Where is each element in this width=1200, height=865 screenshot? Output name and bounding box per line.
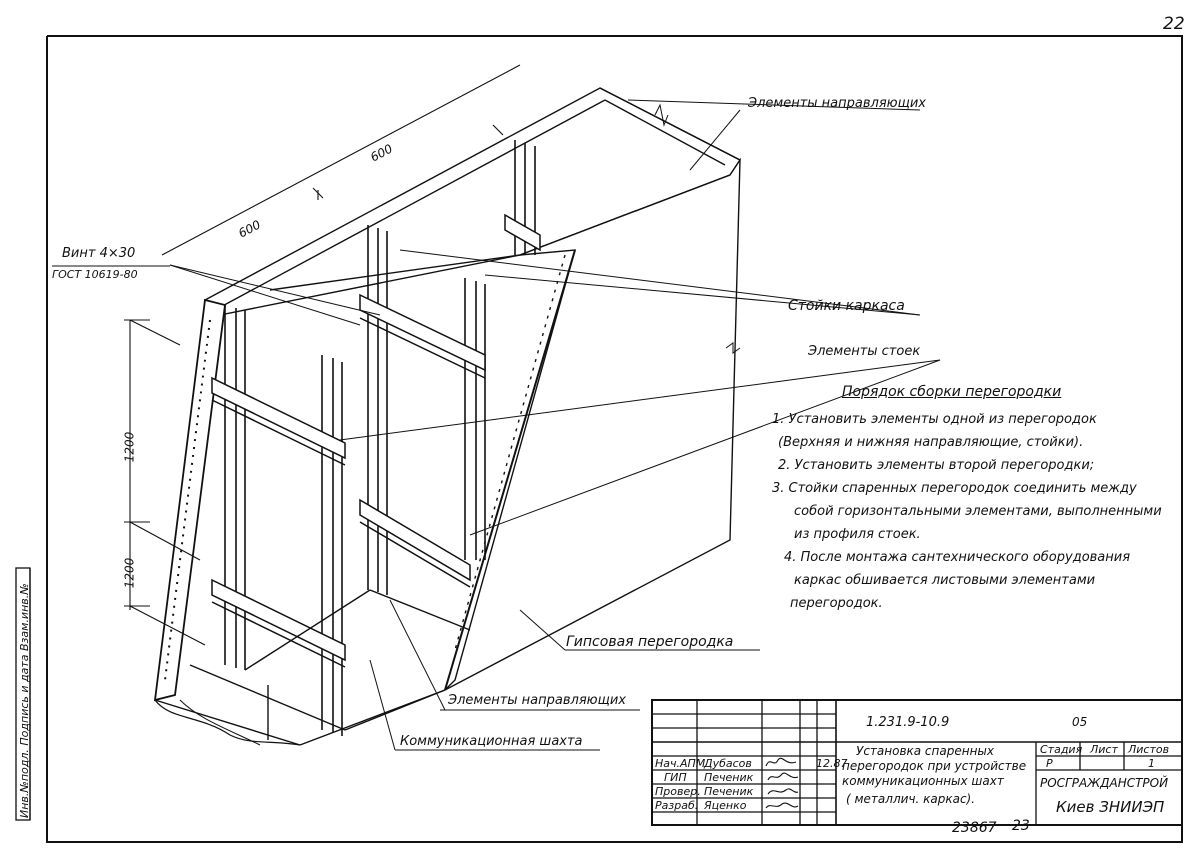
- date-mark: 12.87: [816, 757, 848, 770]
- procedure-line: из профиля стоек.: [794, 527, 921, 542]
- procedure-line: каркас обшивается листовыми элементами: [794, 573, 1096, 588]
- label-guide-elements-top: Элементы направляющих: [748, 96, 926, 111]
- procedure-line: 4. После монтажа сантехнического оборудо…: [784, 550, 1131, 565]
- sidebar-strip: [15, 567, 31, 821]
- procedure-line: 1. Установить элементы одной из перегоро…: [772, 412, 1097, 427]
- signature-2: [767, 772, 799, 781]
- procedure-line: 3. Стойки спаренных перегородок соединит…: [772, 481, 1137, 496]
- left-partition-panel: [153, 298, 226, 702]
- label-screw-1: Винт 4×30: [62, 246, 136, 261]
- procedure-line: 2. Установить элементы второй перегородк…: [778, 458, 1095, 473]
- stage-value: Р: [1046, 757, 1053, 770]
- signature-3: [767, 788, 799, 795]
- role-label: Провер.: [655, 785, 701, 798]
- signature-1: [765, 757, 797, 767]
- dimension-lines: [124, 64, 521, 646]
- role-label: ГИП: [664, 771, 687, 784]
- sheet-value: 1: [1148, 757, 1155, 770]
- label-gypsum-partition: Гипсовая перегородка: [566, 634, 734, 650]
- label-guide-elements-bottom: Элементы направляющих: [448, 693, 626, 708]
- bottom-guide-rail: [154, 589, 471, 746]
- horizontal-elements: [211, 213, 541, 668]
- sheets-header: Листов: [1128, 743, 1170, 756]
- role-name: Дубасов: [704, 757, 752, 770]
- label-wall-elements: Элементы стоек: [808, 344, 921, 359]
- signature-4: [765, 802, 799, 809]
- sheet-header: Лист: [1090, 743, 1118, 756]
- stage-header: Стадия: [1040, 743, 1083, 756]
- doc-code: 1.231.9-10.9: [866, 715, 950, 730]
- role-name: Печеник: [704, 785, 754, 798]
- procedure-line: перегородок.: [790, 596, 883, 611]
- drawing-title-line: перегородок при устройстве: [842, 759, 1027, 773]
- procedure-line: (Верхняя и нижняя направляющие, стойки).: [778, 435, 1084, 450]
- archive-number: 23867: [952, 820, 997, 836]
- sheet-frame: [46, 35, 1183, 843]
- floor-break: [179, 699, 261, 746]
- break-mark-right: [725, 342, 741, 354]
- drawing-title-line: ( металлич. каркас).: [846, 792, 976, 806]
- break-mark-top: [654, 103, 669, 127]
- role-name: Яценко: [704, 799, 747, 812]
- drawing-title-line: Установка спаренных: [856, 744, 994, 758]
- label-screw-2: ГОСТ 10619-80: [52, 268, 138, 281]
- label-comm-shaft: Коммуникационная шахта: [400, 734, 583, 749]
- archive-suffix: 23: [1012, 818, 1030, 834]
- label-frame-posts: Стойки каркаса: [788, 298, 905, 314]
- gypsum-partition-panel: [444, 157, 741, 691]
- procedure-title: Порядок сборки перегородки: [842, 384, 1062, 400]
- sheet-code: 05: [1072, 715, 1088, 729]
- drawing-title-line: коммуникационных шахт: [842, 774, 1004, 788]
- role-label: Нач.АПМ: [655, 757, 706, 770]
- sidebar-stamp-text: Инв.№подл. Подпись и дата Взам.инв.№: [18, 583, 31, 818]
- org-line-1: РОСГРАЖДАНСТРОЙ: [1040, 776, 1169, 790]
- procedure-lines: 1. Установить элементы одной из перегоро…: [772, 412, 1182, 619]
- leader-lines: [52, 99, 941, 751]
- procedure-line: собой горизонтальными элементами, выполн…: [794, 504, 1162, 519]
- role-name: Печеник: [704, 771, 754, 784]
- page-number: 22: [1163, 14, 1185, 34]
- role-label: Разраб.: [655, 799, 699, 812]
- org-line-2: Киев ЗНИИЭП: [1056, 798, 1165, 816]
